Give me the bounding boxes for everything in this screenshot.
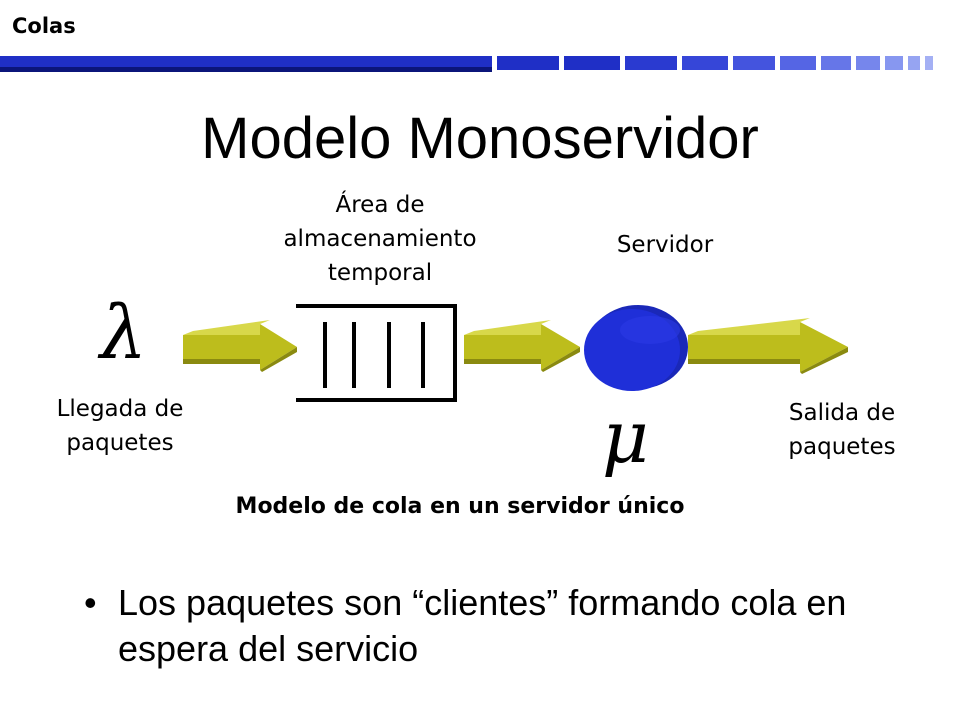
- buffer-label: Área de almacenamiento temporal: [230, 188, 530, 290]
- server-circle: [584, 305, 688, 391]
- header-label: Colas: [12, 14, 76, 38]
- header-bar-segment: [908, 56, 920, 70]
- arrival-label-line: Llegada de: [56, 396, 184, 422]
- header-bar-segment: [821, 56, 851, 70]
- buffer-label-line: Área de: [335, 192, 425, 218]
- header-bar-long: [0, 56, 492, 70]
- header-bar-segment: [885, 56, 903, 70]
- departure-label: Salida de paquetes: [762, 396, 922, 464]
- header-bar-segment: [856, 56, 880, 70]
- header-bar: [0, 56, 933, 72]
- slide-title: Modelo Monoservidor: [201, 106, 759, 171]
- header-bar-segment: [564, 56, 620, 70]
- bullet-text: Los paquetes son “clientes” formando col…: [118, 582, 847, 669]
- header-bar-segment: [925, 56, 933, 70]
- arrival-label-line: paquetes: [66, 430, 174, 456]
- server-label: Servidor: [616, 232, 714, 258]
- header-bar-segment: [733, 56, 775, 70]
- buffer-label-line: almacenamiento: [283, 226, 477, 252]
- arrival-rate-symbol: λ: [97, 290, 147, 376]
- diagram-caption: Modelo de cola en un servidor único: [235, 494, 685, 519]
- departure-arrow: [688, 318, 848, 374]
- header-bar-segment: [497, 56, 559, 70]
- bullet-dot-icon: •: [84, 582, 97, 623]
- buffer-to-server-arrow: [464, 320, 580, 372]
- service-rate-symbol: μ: [602, 395, 649, 479]
- departure-label-line: paquetes: [788, 434, 896, 460]
- header-bar-segment: [780, 56, 816, 70]
- departure-label-line: Salida de: [788, 400, 896, 426]
- arrival-arrow: [183, 320, 297, 372]
- header-bar-segment: [625, 56, 677, 70]
- arrival-label: Llegada de paquetes: [20, 392, 220, 460]
- buffer-box: [296, 304, 457, 402]
- header-bar-segment: [682, 56, 728, 70]
- buffer-label-line: temporal: [327, 260, 433, 286]
